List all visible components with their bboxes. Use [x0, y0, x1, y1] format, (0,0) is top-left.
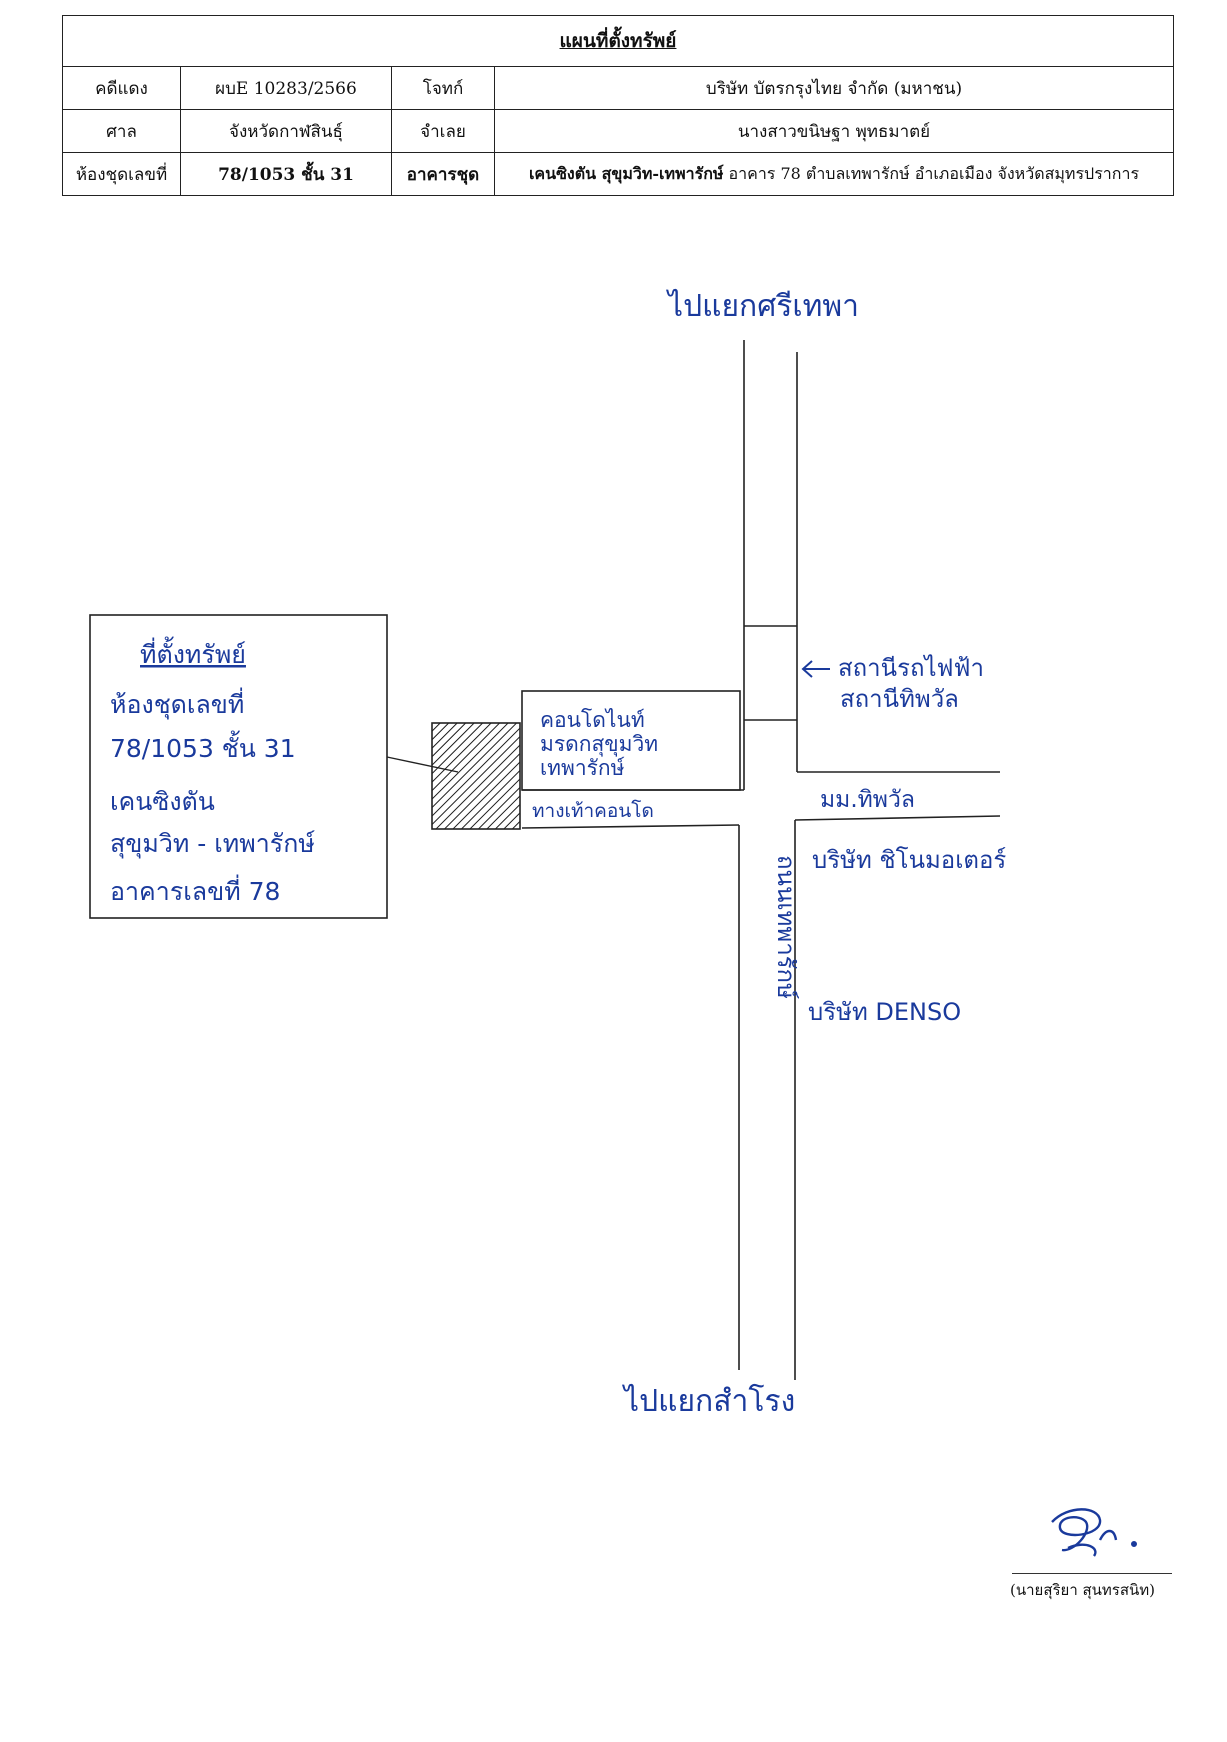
- annotation-box: [89, 614, 388, 919]
- defendant-value: นางสาวขนิษฐา พุทธมาตย์: [494, 109, 1174, 153]
- property-info-table: แผนที่ตั้งทรัพย์ คดีแดง ผบE 10283/2566 โ…: [62, 15, 1174, 196]
- condo-building-outline: [521, 690, 741, 791]
- property-location-hatched: [431, 722, 521, 830]
- top-direction-label: ไปแยกศรีเทพา: [666, 288, 859, 324]
- main-road-label: ถนนเทพารักษ์: [772, 855, 800, 999]
- table-row: ศาล จังหวัดกาฬสินธุ์ จำเลย นางสาวขนิษฐา …: [62, 109, 1174, 153]
- plaintiff-label: โจทก์: [391, 66, 495, 110]
- station-label-line1: สถานีรถไฟฟ้า: [838, 654, 984, 682]
- box-line-1: ห้องชุดเลขที่: [110, 687, 244, 720]
- main-road-north: [743, 340, 798, 790]
- handwritten-signature: [1051, 1508, 1137, 1557]
- walkway-label: ทางเท้าคอนโด: [532, 799, 654, 822]
- condominium-name: เคนซิงตัน สุขุมวิท-เทพารักษ์: [528, 163, 724, 183]
- condominium-value: เคนซิงตัน สุขุมวิท-เทพารักษ์ อาคาร 78 ตำ…: [494, 152, 1174, 196]
- bottom-direction-label: ไปแยกสำโรง: [622, 1383, 795, 1419]
- table-row: คดีแดง ผบE 10283/2566 โจทก์ บริษัท บัตรก…: [62, 66, 1174, 110]
- signature-line: [1012, 1573, 1172, 1574]
- company-label-1: บริษัท ชิโนมอเตอร์: [812, 846, 1006, 874]
- station-label-line2: สถานีทิพวัล: [840, 685, 959, 713]
- unit-number-value: 78/1053 ชั้น 31: [180, 152, 392, 196]
- village-label: มม.ทิพวัล: [820, 787, 915, 813]
- signatory-name: (นายสุริยา สุนทรสนิท): [1010, 1581, 1156, 1599]
- station-arrow-icon: [801, 660, 830, 678]
- box-line-3: เคนซิงตัน: [110, 787, 215, 816]
- condominium-label: อาคารชุด: [391, 152, 495, 196]
- court-value: จังหวัดกาฬสินธุ์: [180, 109, 392, 153]
- box-title: ที่ตั้งทรัพย์: [140, 636, 246, 669]
- company-label-2: บริษัท DENSO: [808, 998, 961, 1026]
- plaintiff-value: บริษัท บัตรกรุงไทย จำกัด (มหาชน): [494, 66, 1174, 110]
- table-row: ห้องชุดเลขที่ 78/1053 ชั้น 31 อาคารชุด เ…: [62, 152, 1174, 196]
- box-line-4: สุขุมวิท - เทพารักษ์: [110, 829, 315, 859]
- condo-label-line2: มรดกสุขุมวิท: [540, 732, 658, 757]
- condo-label-line3: เทพารักษ์: [540, 756, 625, 780]
- case-number-label: คดีแดง: [62, 66, 181, 110]
- side-road-east: [794, 771, 1001, 821]
- condominium-address: อาคาร 78 ตำบลเทพารักษ์ อำเภอเมือง จังหวั…: [723, 163, 1140, 183]
- unit-number-label: ห้องชุดเลขที่: [62, 152, 181, 196]
- document-title: แผนที่ตั้งทรัพย์: [62, 15, 1174, 67]
- main-road-south: [738, 820, 796, 1380]
- box-line-5: อาคารเลขที่ 78: [110, 874, 280, 906]
- defendant-label: จำเลย: [391, 109, 495, 153]
- annotation-pointer-line: [386, 756, 459, 773]
- box-line-2: 78/1053 ชั้น 31: [110, 730, 296, 763]
- condo-label-line1: คอนโดไนท์: [540, 708, 645, 732]
